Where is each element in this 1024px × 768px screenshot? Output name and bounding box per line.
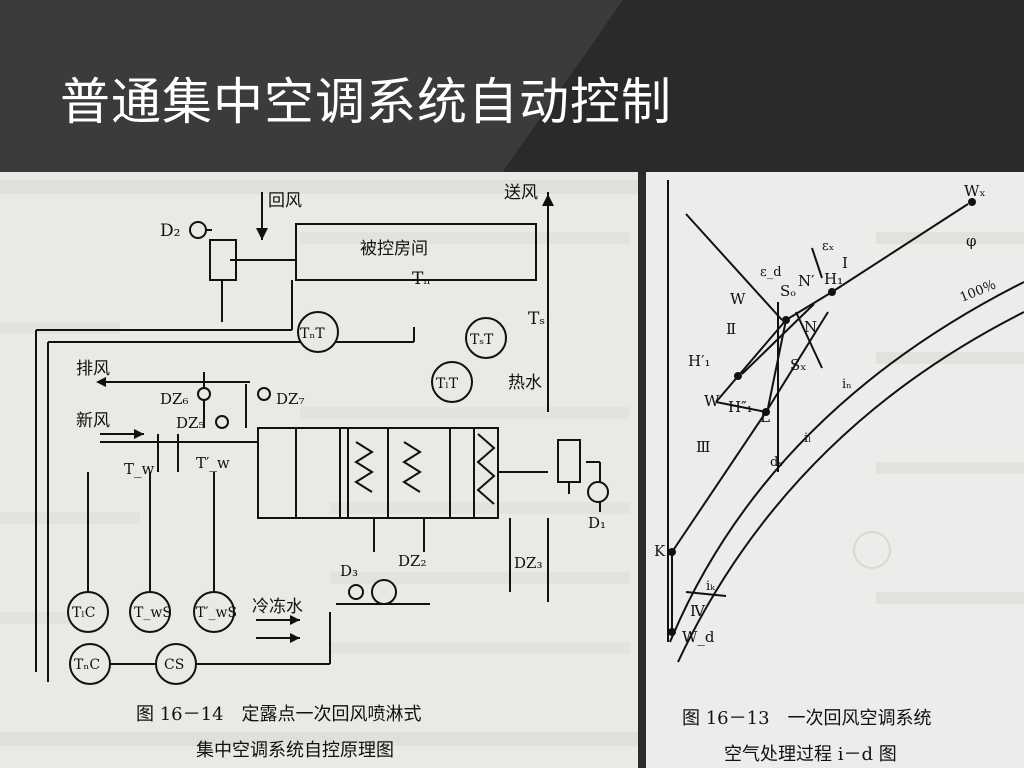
label-Tw-prime-S: T′_wS	[196, 605, 237, 621]
label-TsT: TₛT	[470, 332, 494, 348]
label-D2: D₂	[160, 221, 180, 241]
controller-TnC	[69, 643, 111, 685]
left-caption-line1: 图 16－14 定露点一次回风喷淋式	[136, 704, 422, 725]
label-W2: W	[704, 392, 720, 410]
label-Tw-prime: T′_w	[196, 454, 230, 472]
label-Sx: Sₓ	[790, 356, 807, 374]
label-TnT: TₙT	[300, 326, 325, 342]
id-diagram-svg: Wₓ φ Ⅰ 100％ εₓ ε_d N′ H₁ Sₒ N W Ⅱ H′₁ Sₓ…	[654, 180, 1024, 765]
label-supply-air: 送风	[504, 183, 538, 203]
label-Tw: T_w	[124, 460, 155, 478]
label-So: Sₒ	[780, 282, 796, 300]
label-phi: φ	[966, 232, 977, 250]
label-Wx: Wₓ	[964, 182, 986, 200]
right-caption-line2: 空气处理过程 i－d 图	[724, 744, 897, 765]
label-exhaust: 排风	[76, 359, 110, 379]
instrument-TlT	[431, 361, 473, 403]
label-D3: D₃	[340, 562, 358, 580]
label-N-prime: N′	[798, 272, 815, 290]
figure-id-diagram: Wₓ φ Ⅰ 100％ εₓ ε_d N′ H₁ Sₒ N W Ⅱ H′₁ Sₓ…	[646, 172, 1024, 768]
label-room: 被控房间	[360, 239, 428, 259]
label-N: N	[804, 318, 817, 336]
label-DZ3: DZ₃	[514, 554, 542, 572]
controller-CS	[155, 643, 197, 685]
label-Ts: Tₛ	[528, 309, 545, 329]
label-L: L	[760, 408, 770, 426]
label-D1: D₁	[588, 514, 606, 532]
label-H1: H₁	[824, 270, 843, 288]
label-DZ5: DZ₅	[176, 414, 204, 432]
schematic-svg: 回风 送风 被控房间 D₂ Tₙ Tₛ TₙT TₛT TₗT 热水 排风 新风…	[0, 180, 638, 761]
label-W1: W	[730, 290, 746, 308]
controller-TwS	[129, 591, 171, 633]
label-TlC: TₗC	[72, 605, 95, 621]
label-TnC: TₙC	[74, 657, 100, 673]
label-eps-d: ε_d	[760, 265, 782, 280]
saturation-curve-100	[669, 281, 1024, 643]
label-ds: dₛ	[770, 455, 783, 470]
label-hot-water: 热水	[508, 373, 542, 393]
label-fresh-air: 新风	[76, 411, 110, 431]
label-H1-dprime: H″₁	[728, 398, 753, 416]
label-DZ2: DZ₂	[398, 552, 426, 570]
label-TwS: T_wS	[134, 605, 172, 621]
label-K: K	[654, 542, 666, 560]
label-rh100: 100％	[958, 278, 999, 306]
background-bleed-text	[853, 232, 1024, 604]
label-return-air: 回风	[268, 191, 302, 211]
figure-control-schematic: 回风 送风 被控房间 D₂ Tₙ Tₛ TₙT TₛT TₗT 热水 排风 新风…	[0, 172, 638, 768]
label-in: iₙ	[842, 377, 852, 392]
label-eps-x: εₓ	[822, 239, 834, 254]
slide-title: 普通集中空调系统自动控制	[60, 73, 672, 131]
label-III: Ⅲ	[696, 438, 710, 456]
label-DZ6: DZ₆	[160, 390, 188, 408]
label-CS: CS	[164, 657, 184, 673]
label-ik: iₖ	[706, 579, 716, 594]
label-il: iₗ	[804, 431, 811, 446]
label-DZ7: DZ₇	[276, 390, 304, 408]
label-II: Ⅱ	[726, 320, 736, 338]
label-I: Ⅰ	[842, 254, 848, 272]
label-chilled-water: 冷冻水	[252, 597, 303, 617]
instrument-TnT	[297, 311, 339, 353]
pump-D3	[371, 579, 397, 605]
label-Tn: Tₙ	[412, 269, 431, 289]
label-TlT: TₗT	[436, 376, 459, 392]
controller-TlC	[67, 591, 109, 633]
pump-D1	[587, 481, 609, 503]
right-caption-line1: 图 16－13 一次回风空调系统	[682, 708, 932, 729]
left-caption-line2: 集中空调系统自控原理图	[196, 740, 394, 761]
label-Wd: W_d	[682, 628, 715, 646]
title-bar: 普通集中空调系统自动控制	[0, 0, 1024, 172]
label-H1-prime: H′₁	[688, 352, 711, 370]
controller-Tw-prime-S	[193, 591, 235, 633]
instrument-TsT	[465, 317, 507, 359]
label-IV: Ⅳ	[690, 602, 706, 620]
